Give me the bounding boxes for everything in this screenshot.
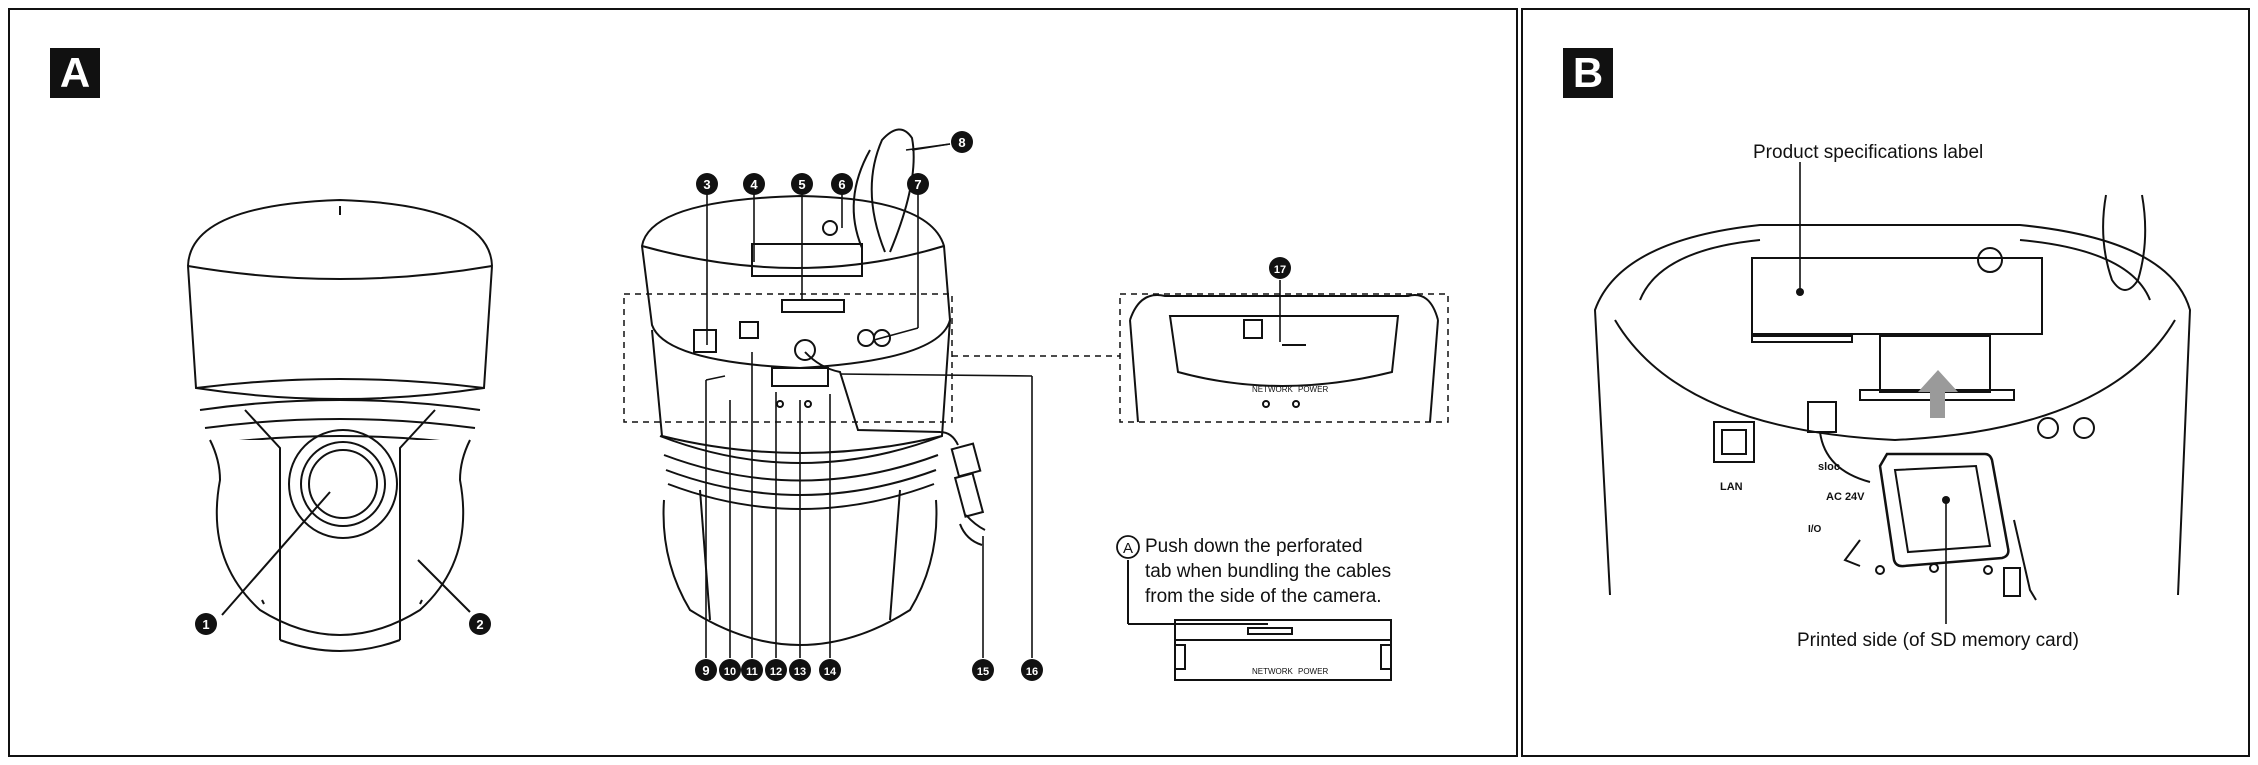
- callout-12: 12: [765, 659, 787, 681]
- callout-1: 1: [195, 613, 217, 635]
- callout-14: 14: [819, 659, 841, 681]
- svg-text:1: 1: [202, 617, 209, 632]
- note-line-1: Push down the perforated: [1145, 536, 1363, 557]
- note-text: Push down the perforated tab when bundli…: [1145, 534, 1391, 609]
- callout-markers: 1 2 3 4 5 6 7 8 9 10 11 12 13 14 15 16 1…: [195, 131, 1291, 681]
- svg-text:A: A: [1123, 540, 1133, 557]
- note-marker: A: [1116, 535, 1140, 559]
- perforated-tab-detail: [1127, 560, 1392, 681]
- callout-10: 10: [719, 659, 741, 681]
- svg-text:5: 5: [798, 177, 805, 192]
- lan-port-label: LAN: [1720, 481, 1743, 493]
- insert-arrow: [1918, 370, 1958, 418]
- tab-network-label: NETWORK: [1252, 667, 1294, 676]
- note-line-2: tab when bundling the cables: [1145, 561, 1392, 582]
- svg-text:17: 17: [1274, 264, 1286, 276]
- callout-16: 16: [1021, 659, 1043, 681]
- callout-15: 15: [972, 659, 994, 681]
- svg-text:11: 11: [746, 666, 758, 678]
- slot-brand-label: sloc: [1818, 461, 1840, 473]
- svg-text:2: 2: [476, 617, 483, 632]
- callout-leaders: [705, 143, 1281, 658]
- callout-2: 2: [469, 613, 491, 635]
- sd-card: [1878, 452, 2010, 568]
- svg-text:15: 15: [977, 666, 989, 678]
- cover-network-label: NETWORK: [1252, 385, 1294, 394]
- callout-3: 3: [696, 173, 718, 195]
- panel-letter-b: B: [1563, 48, 1613, 98]
- callout-6: 6: [831, 173, 853, 195]
- panel-letter-a: A: [50, 48, 100, 98]
- callout-5: 5: [791, 173, 813, 195]
- cover-power-label: POWER: [1298, 385, 1328, 394]
- svg-text:13: 13: [794, 666, 806, 678]
- svg-text:10: 10: [724, 666, 736, 678]
- panel-b-leaders: [1799, 162, 1947, 624]
- camera-front-view: [187, 198, 493, 652]
- svg-text:4: 4: [750, 177, 758, 192]
- svg-text:7: 7: [914, 177, 921, 192]
- svg-text:3: 3: [703, 177, 710, 192]
- tab-power-label: POWER: [1298, 667, 1328, 676]
- callout-4: 4: [743, 173, 765, 195]
- printed-side-caption: Printed side (of SD memory card): [1797, 630, 2079, 651]
- callout-8: 8: [951, 131, 973, 153]
- callout-17: 17: [1269, 257, 1291, 279]
- camera-connector-view: [640, 128, 986, 646]
- svg-text:16: 16: [1026, 666, 1038, 678]
- svg-text:14: 14: [824, 666, 837, 678]
- spec-label-caption: Product specifications label: [1753, 142, 1984, 163]
- note-line-3: from the side of the camera.: [1145, 586, 1382, 607]
- panel-b: B: [1521, 8, 2250, 757]
- callout-7: 7: [907, 173, 929, 195]
- svg-text:8: 8: [958, 135, 965, 150]
- svg-text:9: 9: [702, 663, 709, 678]
- svg-text:6: 6: [838, 177, 845, 192]
- svg-text:12: 12: [770, 666, 782, 678]
- power-label: AC 24V: [1826, 491, 1865, 503]
- callout-9: 9: [695, 659, 717, 681]
- io-label: I/O: [1808, 524, 1822, 535]
- callout-11: 11: [741, 659, 763, 681]
- cover-detail: [1129, 294, 1439, 423]
- callout-13: 13: [789, 659, 811, 681]
